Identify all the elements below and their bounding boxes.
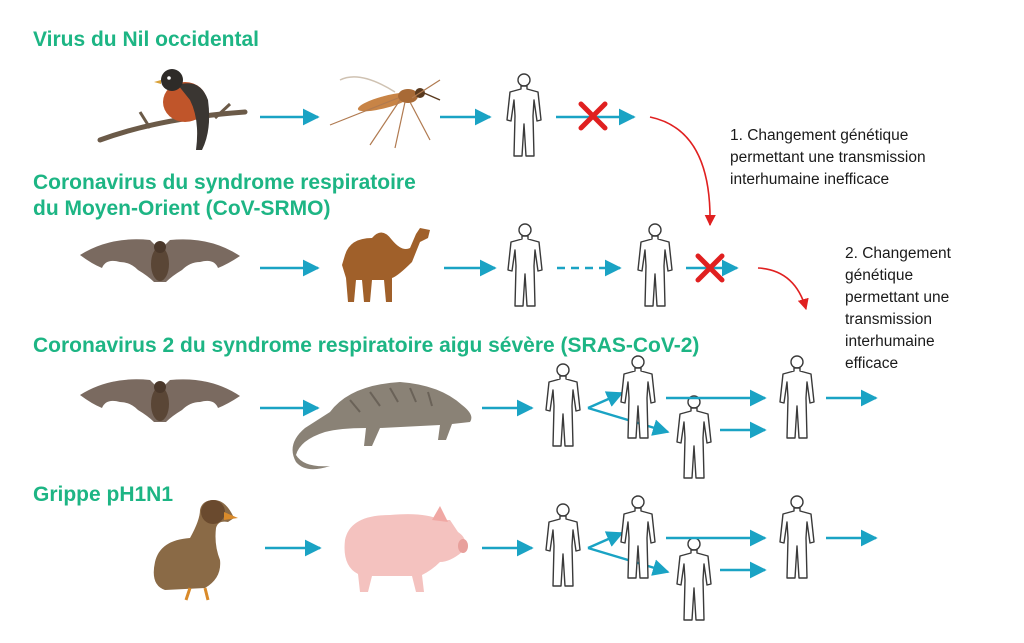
note2-line: interhumaine [845, 333, 935, 350]
bat-icon [80, 379, 240, 422]
pig-icon [344, 506, 468, 592]
note-efficient-transmission: 2. Changement génétique permettant une t… [845, 243, 951, 375]
section-title-mers-line1: Coronavirus du syndrome respiratoire [33, 171, 416, 194]
duck-icon [153, 500, 238, 601]
human-icon [637, 223, 673, 307]
human-icon [779, 495, 815, 579]
section-title-west-nile: Virus du Nil occidental [33, 28, 259, 51]
evolution-arrow [757, 267, 809, 311]
human-icon [507, 223, 543, 307]
note1-line: permettant une transmission [730, 149, 926, 166]
note2-line: efficace [845, 355, 899, 372]
note2-line: transmission [845, 311, 932, 328]
note2-line: génétique [845, 267, 914, 284]
human-icon [676, 537, 712, 621]
note2-line: permettant une [845, 289, 950, 306]
camel-icon [342, 228, 430, 302]
arrow [587, 391, 624, 410]
human-icon [545, 363, 581, 447]
evolution-arrow [649, 116, 716, 227]
robin-icon [97, 69, 248, 150]
mosquito-icon [329, 76, 441, 149]
human-icon [545, 503, 581, 587]
section-title-sars-cov-2: Coronavirus 2 du syndrome respiratoire a… [33, 334, 700, 357]
note-inefficient-transmission: 1. Changement génétique permettant une t… [730, 125, 926, 191]
human-icon [676, 395, 712, 479]
note1-line: interhumaine inefficace [730, 171, 890, 188]
blocked-transmission-icon [695, 253, 725, 283]
blocked-transmission-icon [578, 101, 608, 131]
human-icon [779, 355, 815, 439]
section-title-mers-line2: du Moyen-Orient (CoV-SRMO) [33, 197, 331, 220]
note1-line: 1. Changement génétique [730, 127, 909, 144]
bat-icon [80, 239, 240, 282]
human-icon [506, 73, 542, 157]
pangolin-icon [292, 382, 472, 470]
section-title-ph1n1: Grippe pH1N1 [33, 483, 174, 506]
arrow [587, 531, 624, 550]
note2-line: 2. Changement [845, 245, 951, 262]
